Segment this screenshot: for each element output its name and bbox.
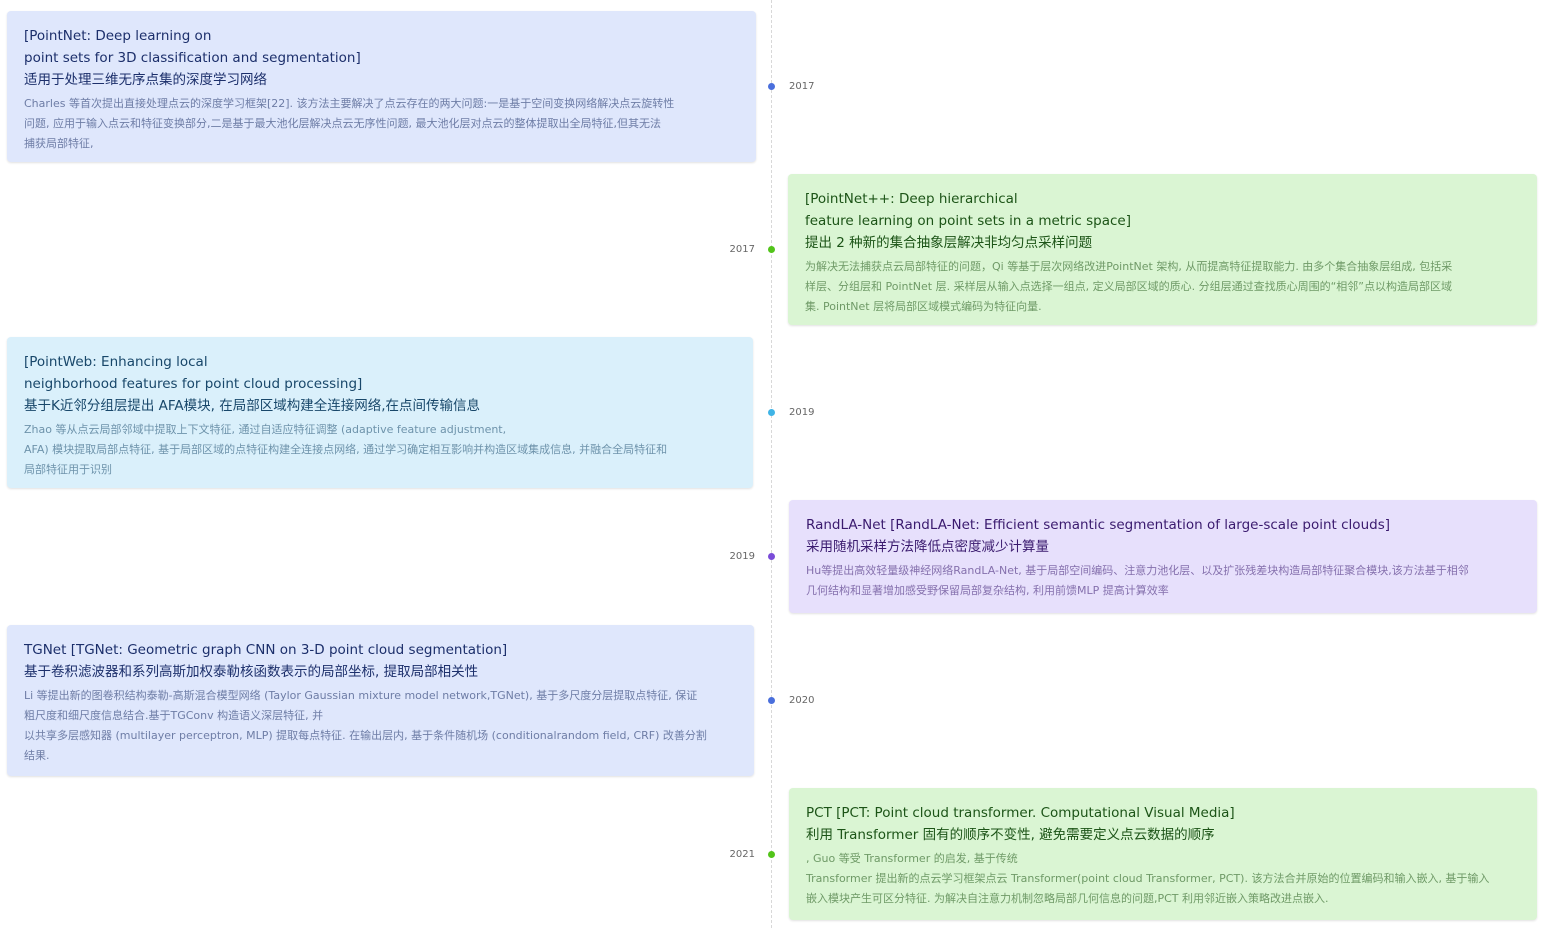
timeline-dot: [768, 697, 775, 704]
timeline-dot: [768, 851, 775, 858]
timeline-dot: [768, 83, 775, 90]
card-subtitle: 适用于处理三维无序点集的深度学习网络: [24, 72, 267, 88]
card-description: 为解决无法捕获点云局部特征的问题，Qi 等基于层次网络改进PointNet 架构…: [805, 260, 1453, 313]
card-title: [PointNet++: Deep hierarchical feature l…: [805, 191, 1131, 229]
card-title: [PointNet: Deep learning on point sets f…: [24, 28, 361, 66]
timeline-dot: [768, 246, 775, 253]
timeline-year: 2017: [789, 81, 815, 92]
card-description: Zhao 等从点云局部邻域中提取上下文特征, 通过自适应特征调整 (adapti…: [24, 423, 668, 476]
card-description: Hu等提出高效轻量级神经网络RandLA-Net, 基于局部空间编码、注意力池化…: [806, 564, 1469, 597]
card-description: , Guo 等受 Transformer 的启发, 基于传统 Transform…: [806, 852, 1490, 905]
card-subtitle: 提出 2 种新的集合抽象层解决非均匀点采样问题: [805, 235, 1093, 251]
card-subtitle: 基于K近邻分组层提出 AFA模块, 在局部区域构建全连接网络,在点间传输信息: [24, 398, 481, 414]
card-subtitle: 采用随机采样方法降低点密度减少计算量: [806, 539, 1049, 555]
card-title: RandLA-Net [RandLA-Net: Efficient semant…: [806, 517, 1390, 533]
timeline-year: 2019: [729, 551, 755, 562]
timeline-card-randla-net[interactable]: RandLA-Net [RandLA-Net: Efficient semant…: [789, 500, 1537, 613]
timeline-card-pointnet-plus-plus[interactable]: [PointNet++: Deep hierarchical feature l…: [788, 174, 1537, 325]
card-description: Li 等提出新的图卷积结构泰勒-高斯混合模型网络 (Taylor Gaussia…: [24, 689, 707, 762]
timeline-card-pct[interactable]: PCT [PCT: Point cloud transformer. Compu…: [789, 788, 1537, 920]
timeline-dot: [768, 553, 775, 560]
card-subtitle: 利用 Transformer 固有的顺序不变性, 避免需要定义点云数据的顺序: [806, 827, 1215, 843]
card-title: PCT [PCT: Point cloud transformer. Compu…: [806, 805, 1235, 821]
timeline-card-tgnet[interactable]: TGNet [TGNet: Geometric graph CNN on 3-D…: [7, 625, 754, 776]
timeline-year: 2020: [789, 695, 815, 706]
card-subtitle: 基于卷积滤波器和系列高斯加权泰勒核函数表示的局部坐标, 提取局部相关性: [24, 664, 479, 680]
card-title: TGNet [TGNet: Geometric graph CNN on 3-D…: [24, 642, 508, 658]
timeline-card-pointnet[interactable]: [PointNet: Deep learning on point sets f…: [7, 11, 756, 162]
card-description: Charles 等首次提出直接处理点云的深度学习框架[22]. 该方法主要解决了…: [24, 97, 675, 150]
timeline-card-pointweb[interactable]: [PointWeb: Enhancing local neighborhood …: [7, 337, 753, 488]
timeline-year: 2017: [729, 244, 755, 255]
timeline-year: 2019: [789, 407, 815, 418]
timeline-dot: [768, 409, 775, 416]
card-title: [PointWeb: Enhancing local neighborhood …: [24, 354, 363, 392]
timeline-year: 2021: [729, 849, 755, 860]
timeline-axis: [771, 0, 772, 928]
